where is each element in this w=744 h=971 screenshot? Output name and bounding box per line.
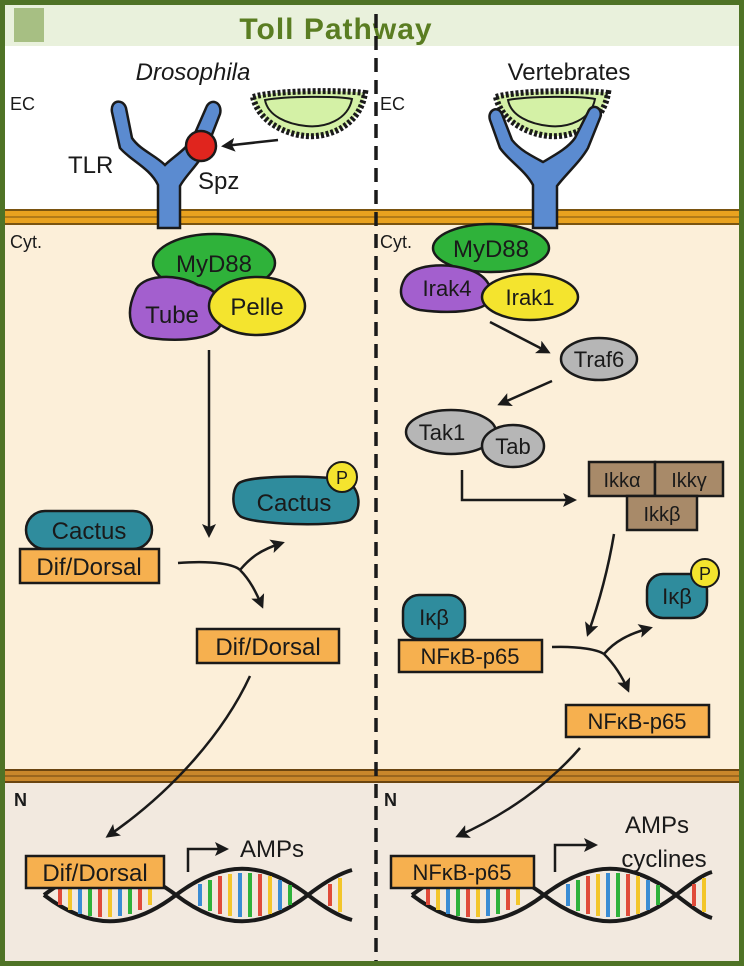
label-n-right: N	[384, 790, 397, 810]
label-ec-left: EC	[10, 94, 35, 114]
phosphate-badge-right	[690, 558, 720, 588]
nfkb-nucleus	[389, 854, 536, 890]
arrow-irak-to-traf6	[489, 320, 551, 354]
tlr-receptor-right	[488, 105, 603, 230]
spz-label: Spz	[198, 168, 239, 195]
svg-text:Cactus: Cactus	[52, 518, 127, 545]
svg-text:Iκβ: Iκβ	[662, 584, 692, 609]
svg-text:Ikkα: Ikkα	[603, 470, 640, 492]
arrow-to-dif-dorsal	[239, 569, 265, 609]
arrow-bacterium-to-spz	[221, 137, 279, 152]
nfkb-free	[564, 703, 711, 739]
title-bar	[4, 4, 740, 46]
ikky-protein	[653, 460, 725, 498]
myd88-right	[431, 222, 551, 274]
svg-text:Cactus: Cactus	[257, 490, 332, 517]
irak1-protein	[480, 272, 580, 322]
ikb-phospho	[645, 572, 709, 620]
svg-text:Pelle: Pelle	[230, 294, 283, 321]
arrow-tak1-to-ikk	[460, 470, 577, 507]
svg-text:P: P	[336, 468, 348, 488]
arrow-to-ikb-p	[603, 624, 653, 655]
svg-text:MyD88: MyD88	[176, 251, 252, 278]
amps-label-left: AMPs	[240, 836, 304, 863]
svg-text:Dif/Dorsal: Dif/Dorsal	[215, 634, 320, 661]
svg-text:NFκB-p65: NFκB-p65	[412, 860, 511, 885]
nfkb-complex	[397, 638, 544, 674]
svg-text:Tube: Tube	[145, 302, 199, 329]
tlr-label: TLR	[68, 152, 113, 179]
svg-text:Ikkγ: Ikkγ	[671, 470, 707, 492]
label-n-left: N	[14, 790, 27, 810]
svg-text:Traf6: Traf6	[574, 347, 625, 372]
arrow-traf6-to-tak1	[497, 379, 553, 406]
cactus-phospho	[232, 475, 360, 526]
column-header-vertebrates: Vertebrates	[508, 59, 631, 86]
arrow-to-nucleus-left	[105, 675, 252, 838]
bacterium-left	[249, 88, 369, 140]
svg-text:NFκB-p65: NFκB-p65	[587, 709, 686, 734]
svg-text:Irak4: Irak4	[423, 276, 472, 301]
label-ec-right: EC	[380, 94, 405, 114]
cyclines-label: cyclines	[621, 846, 706, 873]
svg-text:Ikkβ: Ikkβ	[643, 504, 680, 526]
arrow-to-nfkb	[603, 653, 631, 693]
transcription-arrow-right	[553, 838, 598, 872]
svg-text:Tak1: Tak1	[419, 420, 465, 445]
label-cyt-left: Cyt.	[10, 232, 42, 252]
pelle-protein	[207, 275, 307, 337]
ikka-protein	[587, 460, 657, 498]
dif-dorsal-nucleus	[24, 854, 166, 890]
column-header-drosophila: Drosophila	[136, 59, 251, 86]
transcription-arrow-left	[186, 842, 229, 872]
dif-dorsal-free	[195, 627, 341, 665]
amps-label-right: AMPs	[625, 812, 689, 839]
svg-text:Tab: Tab	[495, 434, 530, 459]
svg-text:NFκB-p65: NFκB-p65	[420, 644, 519, 669]
tab-protein	[480, 423, 546, 469]
ikkb-protein	[625, 494, 699, 532]
arrow-split-left	[177, 560, 241, 571]
svg-text:Irak1: Irak1	[506, 285, 555, 310]
arrow-split-right	[551, 645, 605, 656]
page-title: Toll Pathway	[239, 13, 432, 46]
svg-text:Dif/Dorsal: Dif/Dorsal	[42, 860, 147, 887]
svg-text:MyD88: MyD88	[453, 236, 529, 263]
dif-dorsal-complex	[18, 547, 161, 585]
arrow-ikk-to-ikb	[585, 533, 616, 637]
traf6-protein	[559, 336, 639, 382]
arrow-to-nucleus-right	[455, 747, 581, 838]
svg-text:P: P	[699, 564, 711, 584]
title-accent	[14, 8, 44, 42]
arrow-to-cactus-p	[239, 539, 285, 571]
nuclear-membrane	[4, 769, 740, 783]
label-cyt-right: Cyt.	[380, 232, 412, 252]
spz-ligand	[184, 129, 218, 163]
plasma-membrane	[4, 209, 740, 225]
svg-text:Dif/Dorsal: Dif/Dorsal	[36, 554, 141, 581]
svg-text:Iκβ: Iκβ	[419, 605, 449, 630]
phosphate-badge-left	[326, 461, 358, 493]
